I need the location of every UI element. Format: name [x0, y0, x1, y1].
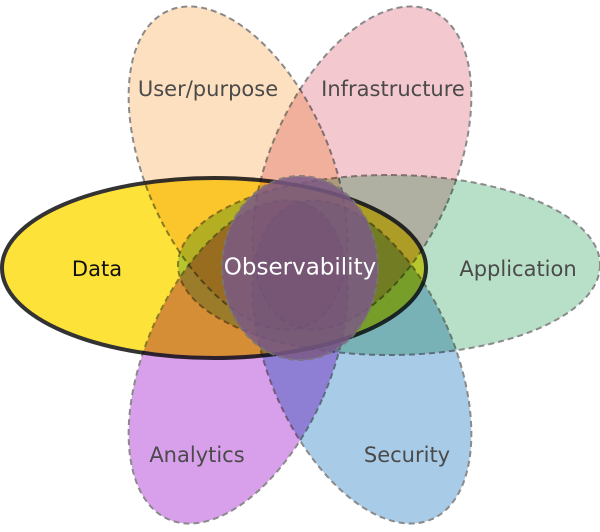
observability-core: [221, 175, 379, 361]
label-infrastructure: Infrastructure: [321, 77, 465, 101]
label-user-purpose: User/purpose: [138, 77, 278, 101]
label-data: Data: [72, 257, 122, 281]
label-security: Security: [364, 443, 450, 467]
label-analytics: Analytics: [149, 443, 244, 467]
label-application: Application: [459, 257, 576, 281]
label-observability: Observability: [224, 255, 376, 281]
